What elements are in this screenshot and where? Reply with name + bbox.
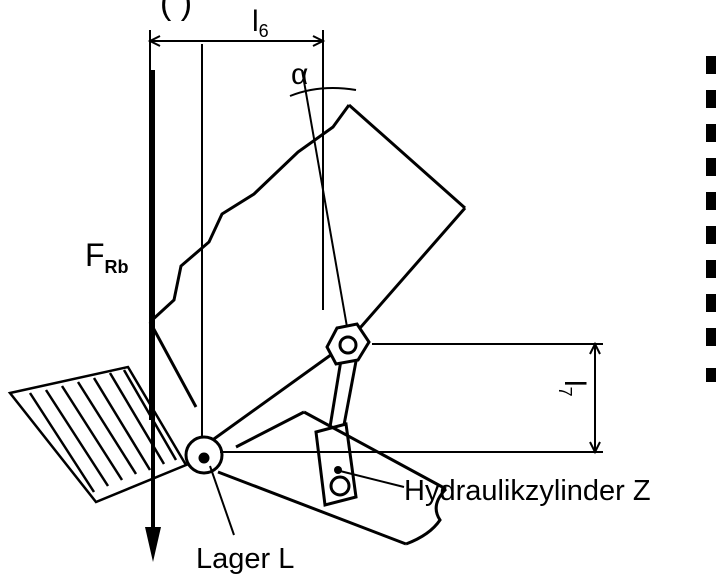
bearing-leader [209, 465, 235, 536]
hydraulic-cylinder [314, 355, 359, 507]
force-arrow [145, 70, 161, 562]
dimension-l7 [220, 341, 603, 455]
force-label: FRb [85, 237, 129, 277]
hatched-end [7, 365, 188, 504]
bearing-l [184, 435, 224, 475]
lower-pivot [329, 475, 351, 497]
dimension-l7-label: l7 [555, 380, 591, 397]
lower-arm [217, 410, 448, 546]
cropped-right-text [706, 56, 716, 382]
bearing-label: Lager L [196, 543, 294, 575]
angle-alpha-label: α [291, 58, 308, 91]
cylinder-center-dot [334, 466, 342, 474]
dimension-l6-label: l6 [252, 5, 269, 41]
cylinder-leader [339, 470, 405, 488]
dimension-l6 [147, 30, 326, 420]
upper-pivot [325, 322, 371, 366]
top-partial-text: ( ) [160, 0, 192, 22]
tilted-bucket [148, 103, 467, 451]
angle-alpha [289, 69, 357, 345]
cylinder-label: Hydraulikzylinder Z [404, 475, 651, 507]
